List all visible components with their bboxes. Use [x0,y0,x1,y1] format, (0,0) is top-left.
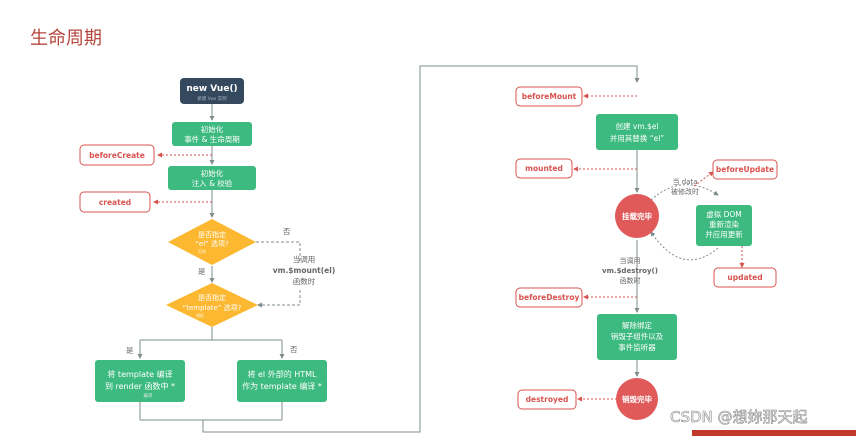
hook-before-create: beforeCreate [79,144,155,166]
decision-template-sub: 模板 [196,312,204,318]
hook-before-destroy: beforeDestroy [515,287,583,308]
mounted-state-node: 挂载完毕 [615,194,659,238]
hook-before-destroy-label: beforeDestroy [519,293,580,302]
destroy-note: 当调用 vm.$destroy() 函数时 [602,256,658,285]
data-change-line1: 当 data [673,177,698,186]
hook-before-create-label: beforeCreate [89,151,145,160]
teardown-node: 解除绑定 销毁子组件以及 事件监听器 [597,314,677,360]
hook-created-label: created [99,198,131,207]
decision-el-sub: 否则 [198,248,206,254]
decision-template: 是否指定 “template” 选项? 模板 [166,283,258,327]
compile-template-sub: 编译 [144,392,153,399]
compile-html-line2: 作为 template 编译 * [242,381,322,391]
mount-note-line1: 当调用 [293,254,316,264]
hook-before-mount-label: beforeMount [522,92,577,101]
init-events-line2: 事件 & 生命周期 [184,134,240,144]
rerender-node: 虚拟 DOM 重新渲染 并应用更新 [696,205,752,246]
destroy-note-line2: vm.$destroy() [602,267,658,275]
create-el-line2: 并用其替换 “el” [610,133,664,143]
new-vue-sub: 新建 Vue 实例 [197,95,227,102]
rerender-line2: 重新渲染 [709,219,739,229]
decision-el-line2: “el” 选项? [195,239,229,248]
compile-template-node: 将 template 编译 到 render 函数中 * 编译 [95,360,185,402]
destroy-note-line3: 函数时 [620,276,641,285]
label-yes-1: 是 [198,267,206,276]
compile-html-node: 将 el 外部的 HTML 作为 template 编译 * [237,360,327,402]
left-connectors [137,65,640,433]
mount-note-line3: 函数时 [293,276,316,286]
hook-before-update: beforeUpdate [712,159,778,180]
left-hook-arrows [153,152,212,205]
new-vue-node: new Vue() 新建 Vue 实例 [180,78,244,104]
decision-el-line1: 是否指定 [198,230,226,239]
teardown-line2: 销毁子组件以及 [611,331,664,341]
label-yes-2: 是 [126,346,134,355]
data-change-line2: 被修改时 [671,187,699,196]
hook-updated-label: updated [727,273,762,282]
mount-note: 当调用 vm.$mount(el) 函数时 [273,254,336,286]
page-title: 生命周期 [30,28,102,49]
teardown-line1: 解除绑定 [622,320,652,330]
rerender-line1: 虚拟 DOM [706,209,742,219]
watermark-bar [692,430,856,436]
hook-before-update-label: beforeUpdate [716,165,774,174]
hook-destroyed-label: destroyed [526,395,569,404]
compile-template-line1: 将 template 编译 [107,369,172,379]
create-el-node: 创建 vm.$el 并用其替换 “el” [596,114,678,150]
mounted-state-label: 挂载完毕 [622,211,652,221]
compile-html-line1: 将 el 外部的 HTML [247,369,317,379]
destroyed-state-node: 销毁完毕 [616,378,658,420]
init-inject-line2: 注入 & 校验 [192,178,233,188]
mount-note-line2: vm.$mount(el) [273,266,336,275]
label-no-1: 否 [283,227,291,236]
init-inject-node: 初始化 注入 & 校验 [168,166,256,190]
label-no-2: 否 [290,345,298,354]
create-el-line1: 创建 vm.$el [616,121,659,131]
new-vue-label: new Vue() [186,84,237,94]
decision-template-line1: 是否指定 [198,293,226,302]
hook-destroyed: destroyed [517,389,577,410]
decision-el: 是否指定 “el” 选项? 否则 [168,219,256,265]
update-cycle [650,184,719,261]
decision-template-line2: “template” 选项? [183,303,242,312]
init-inject-line1: 初始化 [201,168,224,178]
hook-updated: updated [713,267,777,288]
teardown-line3: 事件监听器 [618,342,656,352]
compile-template-line2: 到 render 函数中 * [105,381,175,391]
destroy-note-line1: 当调用 [620,256,641,265]
hook-created: created [79,191,151,213]
init-events-node: 初始化 事件 & 生命周期 [172,122,252,146]
hook-before-mount: beforeMount [515,86,583,107]
destroyed-state-label: 销毁完毕 [622,394,652,404]
hook-mounted: mounted [515,158,573,179]
hook-mounted-label: mounted [525,164,563,173]
rerender-line3: 并应用更新 [705,229,743,239]
watermark: CSDN @想妳那天起 [670,408,808,426]
init-events-line1: 初始化 [201,124,224,134]
